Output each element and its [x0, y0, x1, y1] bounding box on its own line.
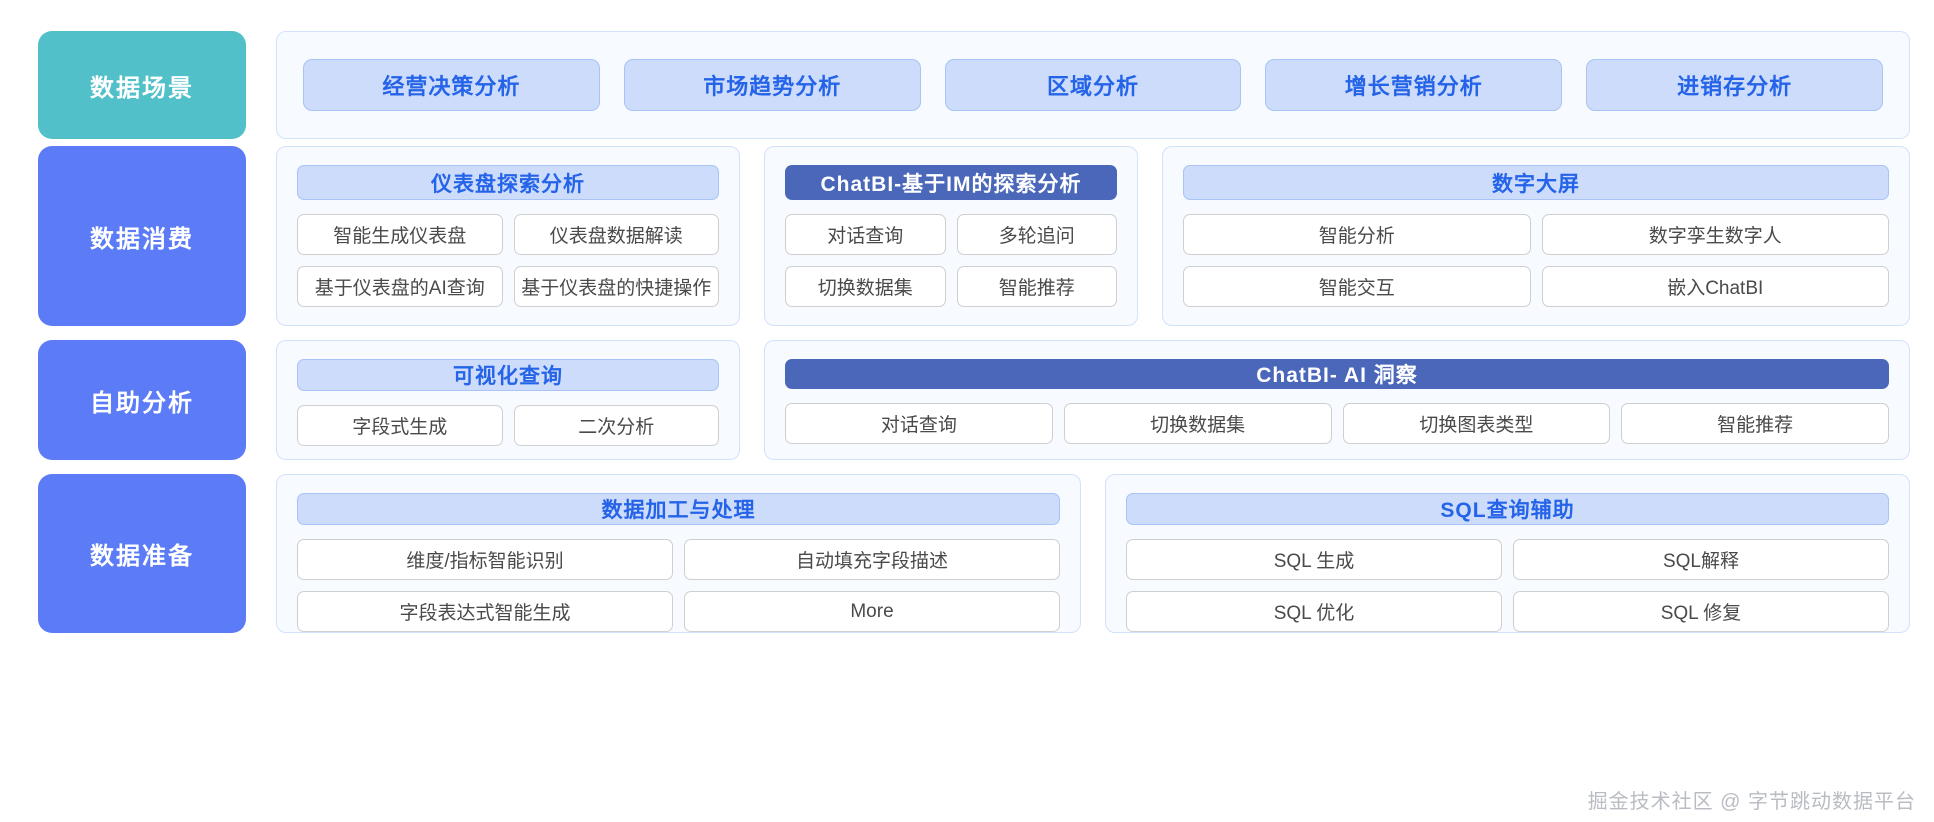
feature-chip[interactable]: 字段表达式智能生成 [297, 591, 673, 632]
card-data-processing: 数据加工与处理 维度/指标智能识别 自动填充字段描述 字段表达式智能生成 Mor… [276, 474, 1081, 633]
stage-label-self-service-analysis: 自助分析 [38, 340, 246, 460]
feature-chip[interactable]: 智能交互 [1183, 266, 1531, 307]
card-digital-bigscreen: 数字大屏 智能分析 数字孪生数字人 智能交互 嵌入ChatBI [1162, 146, 1910, 326]
chip-grid-visual-query: 字段式生成 二次分析 [297, 405, 719, 446]
scenario-pill-3[interactable]: 区域分析 [944, 59, 1242, 111]
feature-chip[interactable]: 维度/指标智能识别 [297, 539, 673, 580]
scenario-panel: 经营决策分析 市场趋势分析 区域分析 增长营销分析 进销存分析 [276, 31, 1910, 139]
card-title-sql-assistant: SQL查询辅助 [1126, 493, 1889, 525]
chip-grid-chatbi-im: 对话查询 多轮追问 切换数据集 智能推荐 [785, 214, 1117, 307]
feature-chip[interactable]: 智能生成仪表盘 [297, 214, 503, 255]
stage-label-data-preparation: 数据准备 [38, 474, 246, 633]
scenario-pill-1[interactable]: 经营决策分析 [303, 59, 600, 111]
feature-chip[interactable]: 自动填充字段描述 [684, 539, 1060, 580]
card-dashboard-exploration: 仪表盘探索分析 智能生成仪表盘 仪表盘数据解读 基于仪表盘的AI查询 基于仪表盘… [276, 146, 740, 326]
scenario-pill-4[interactable]: 增长营销分析 [1265, 59, 1563, 111]
feature-chip-more[interactable]: More [684, 591, 1060, 632]
feature-chip[interactable]: 数字孪生数字人 [1541, 214, 1889, 255]
row-data-preparation: 数据准备 数据加工与处理 维度/指标智能识别 自动填充字段描述 字段表达式智能生… [38, 474, 1910, 633]
card-chatbi-ai-insight: ChatBI- AI 洞察 对话查询 切换数据集 切换图表类型 智能推荐 [764, 340, 1910, 460]
feature-chip[interactable]: 字段式生成 [297, 405, 503, 446]
feature-chip[interactable]: SQL 生成 [1126, 539, 1502, 580]
feature-chip[interactable]: 嵌入ChatBI [1541, 266, 1889, 307]
row-data-scene: 数据场景 经营决策分析 市场趋势分析 区域分析 增长营销分析 进销存分析 [38, 31, 1910, 139]
scenario-pill-2[interactable]: 市场趋势分析 [623, 59, 921, 111]
card-title-visual-query: 可视化查询 [297, 359, 719, 391]
feature-chip[interactable]: 智能推荐 [956, 266, 1117, 307]
stage-label-data-consumption: 数据消费 [38, 146, 246, 326]
feature-chip[interactable]: 智能推荐 [1621, 403, 1889, 444]
feature-chip[interactable]: 仪表盘数据解读 [513, 214, 719, 255]
card-visual-query: 可视化查询 字段式生成 二次分析 [276, 340, 740, 460]
data-consumption-cards: 仪表盘探索分析 智能生成仪表盘 仪表盘数据解读 基于仪表盘的AI查询 基于仪表盘… [276, 146, 1910, 326]
feature-chip[interactable]: 二次分析 [513, 405, 719, 446]
watermark-text: 掘金技术社区 @ 字节跳动数据平台 [1587, 791, 1916, 813]
feature-chip[interactable]: 切换数据集 [785, 266, 946, 307]
self-service-cards: 可视化查询 字段式生成 二次分析 ChatBI- AI 洞察 对话查询 切换数据… [276, 340, 1910, 460]
chip-grid-data-processing: 维度/指标智能识别 自动填充字段描述 字段表达式智能生成 More [297, 539, 1060, 632]
card-title-data-processing: 数据加工与处理 [297, 493, 1060, 525]
card-title-chatbi-ai-insight: ChatBI- AI 洞察 [785, 359, 1889, 389]
data-preparation-cards: 数据加工与处理 维度/指标智能识别 自动填充字段描述 字段表达式智能生成 Mor… [276, 474, 1910, 633]
chip-grid-sql-assistant: SQL 生成 SQL解释 SQL 优化 SQL 修复 [1126, 539, 1889, 632]
chip-grid-digital-bigscreen: 智能分析 数字孪生数字人 智能交互 嵌入ChatBI [1183, 214, 1889, 307]
feature-chip[interactable]: 切换数据集 [1063, 403, 1332, 444]
card-title-digital-bigscreen: 数字大屏 [1183, 165, 1889, 200]
feature-chip[interactable]: SQL 修复 [1513, 591, 1889, 632]
card-title-dashboard-exploration: 仪表盘探索分析 [297, 165, 719, 200]
stage-label-data-scene: 数据场景 [38, 31, 246, 139]
feature-chip[interactable]: 对话查询 [785, 403, 1053, 444]
feature-chip[interactable]: 对话查询 [785, 214, 946, 255]
chip-grid-chatbi-ai-insight: 对话查询 切换数据集 切换图表类型 智能推荐 [785, 403, 1889, 444]
feature-chip[interactable]: 基于仪表盘的AI查询 [297, 266, 503, 307]
row-data-consumption: 数据消费 仪表盘探索分析 智能生成仪表盘 仪表盘数据解读 基于仪表盘的AI查询 … [38, 146, 1910, 326]
feature-chip[interactable]: 智能分析 [1183, 214, 1531, 255]
card-chatbi-im: ChatBI-基于IM的探索分析 对话查询 多轮追问 切换数据集 智能推荐 [764, 146, 1138, 326]
chip-grid-dashboard-exploration: 智能生成仪表盘 仪表盘数据解读 基于仪表盘的AI查询 基于仪表盘的快捷操作 [297, 214, 719, 307]
row-self-service-analysis: 自助分析 可视化查询 字段式生成 二次分析 ChatBI- AI 洞察 对话查询… [38, 340, 1910, 460]
feature-chip[interactable]: SQL解释 [1513, 539, 1889, 580]
card-sql-assistant: SQL查询辅助 SQL 生成 SQL解释 SQL 优化 SQL 修复 [1105, 474, 1910, 633]
card-title-chatbi-im: ChatBI-基于IM的探索分析 [785, 165, 1117, 200]
feature-chip[interactable]: 多轮追问 [956, 214, 1117, 255]
feature-chip[interactable]: SQL 优化 [1126, 591, 1502, 632]
feature-chip[interactable]: 切换图表类型 [1342, 403, 1611, 444]
scenario-pill-5[interactable]: 进销存分析 [1586, 59, 1883, 111]
feature-chip[interactable]: 基于仪表盘的快捷操作 [513, 266, 719, 307]
